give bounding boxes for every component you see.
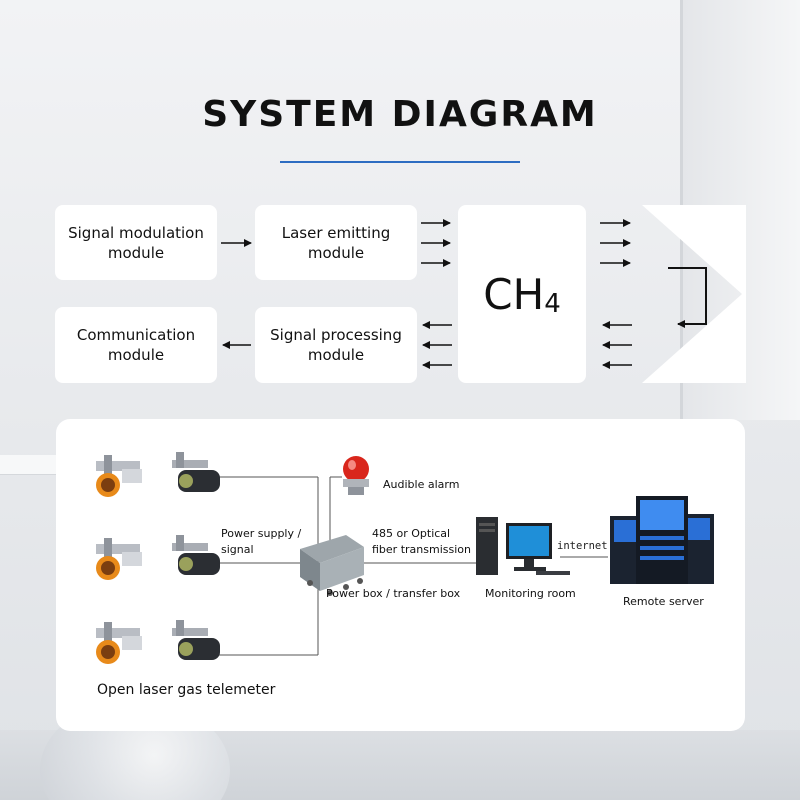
telemeter-devices (96, 452, 220, 664)
computer-icon (476, 517, 570, 575)
audible-alarm-label: Audible alarm (383, 478, 460, 491)
power-supply-label: Power supply / signal (221, 527, 302, 556)
background-shelf (0, 455, 60, 475)
signal-modulation-block: Signal modulation module (55, 205, 217, 280)
telemeter-emitter-icon (172, 620, 220, 660)
telemeter-emitter-icon (172, 535, 220, 575)
block-diagram-arrows (221, 205, 746, 383)
laser-emitting-block: Laser emitting module (255, 205, 417, 280)
telemeter-receiver-icon (96, 538, 142, 580)
telemeter-label: Open laser gas telemeter (97, 682, 276, 698)
telemeter-emitter-icon (172, 452, 220, 492)
page-title: SYSTEM DIAGRAM (202, 94, 598, 135)
telemeter-receiver-icon (96, 622, 142, 664)
signal-processing-label: Signal processing module (270, 326, 402, 364)
transmission-label: 485 or Optical fiber transmission (372, 527, 471, 556)
remote-server-label: Remote server (623, 595, 704, 608)
signal-processing-block: Signal processing module (255, 307, 417, 383)
wiring-lines (218, 476, 608, 656)
communication-label: Communication module (76, 326, 196, 364)
telemeter-receiver-icon (96, 455, 142, 497)
laser-emitting-label: Laser emitting module (281, 223, 391, 262)
gas-formula-subscript: 4 (544, 289, 561, 319)
audible-alarm-icon (343, 456, 369, 495)
signal-modulation-label: Signal modulation module (68, 223, 204, 262)
internet-label: internet (557, 540, 608, 552)
power-box-icon (300, 535, 364, 596)
gas-formula: CH (483, 269, 545, 319)
reflector-path-arrow (668, 267, 707, 328)
reflector-prism (642, 205, 746, 383)
communication-block: Communication module (55, 307, 217, 383)
remote-server-icon (610, 496, 714, 584)
monitoring-room-label: Monitoring room (485, 587, 576, 600)
power-box-label: Power box / transfer box (326, 587, 461, 600)
title-underline (280, 161, 520, 163)
